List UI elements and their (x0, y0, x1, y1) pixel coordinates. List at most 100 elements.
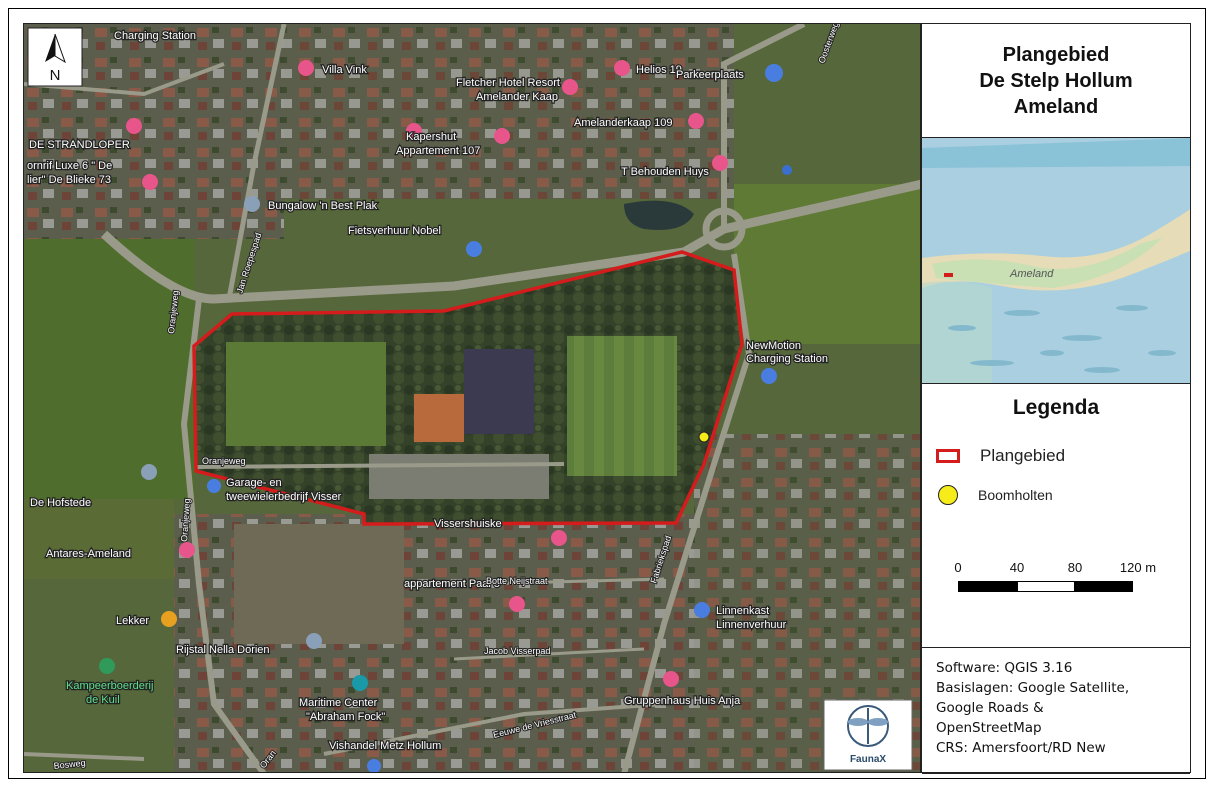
plan-area-boundary[interactable] (192, 250, 744, 526)
label-newmotion-2: Charging Station (746, 353, 828, 365)
scale-bar: 0 40 80 120 m (954, 560, 1156, 600)
label-garage-1: Garage- en (226, 477, 282, 489)
parking-lot (369, 454, 549, 499)
scale-segment-2 (1017, 581, 1075, 592)
hotel-pin-strandloper[interactable] (126, 118, 142, 134)
garage-pin[interactable] (207, 479, 221, 493)
road-oranjeweg-east (195, 462, 565, 469)
poi-markers (55, 35, 792, 773)
residential-area-north (284, 24, 734, 199)
label-antares: Antares-Ameland (46, 548, 131, 560)
overview-inset-map[interactable]: Ameland (922, 138, 1190, 384)
inset-plan-area-marker (944, 273, 953, 277)
place-pin-bungalow[interactable] (244, 196, 260, 212)
label-fletcher-2: Amelander Kaap (476, 91, 558, 103)
label-amelanderkaap: Amelanderkaap 109 (574, 117, 672, 129)
place-pin-rijstal[interactable] (306, 633, 322, 649)
legend-item-boomholten: Boomholten (936, 485, 1053, 505)
scale-label-80: 80 (1067, 560, 1083, 575)
info-crs: CRS: Amersfoort/RD New (936, 740, 1106, 756)
hotel-pin-antares[interactable] (179, 542, 195, 558)
camping-pin-kampeerboerderij[interactable] (99, 658, 115, 674)
north-letter: N (50, 67, 61, 84)
label-jacob: Jacob Visserpad (484, 646, 550, 656)
info-software: Software: QGIS 3.16 (936, 660, 1073, 676)
label-bungalow: Bungalow 'n Best Plak (268, 200, 378, 212)
hotel-pin-behouden-huys[interactable] (712, 155, 728, 171)
bus-stop-icon[interactable] (782, 165, 792, 175)
road-nw (24, 62, 225, 97)
north-arrow: N (27, 27, 83, 87)
label-paal-5: appartement Paal 5 (404, 578, 500, 590)
football-pitch (567, 336, 677, 476)
label-botte: Botte Neijstraat (486, 576, 548, 586)
label-vissershuiske: Vissershuiske (434, 518, 502, 530)
label-parkeerplaats: Parkeerplaats (676, 69, 744, 81)
sports-hall (464, 349, 534, 434)
hotel-pin-paal-5[interactable] (509, 596, 525, 612)
parking-pin[interactable] (765, 64, 783, 82)
road-eeuwe-de-vriesstraat (323, 702, 665, 756)
yellow-circle-icon (938, 485, 958, 505)
label-hofstede: De Hofstede (30, 497, 91, 509)
road-bosweg (24, 752, 145, 761)
hotel-pin-fletcher[interactable] (562, 79, 578, 95)
road-jacob-visserpad (453, 647, 645, 661)
metadata-block: Software: QGIS 3.16 Basislagen: Google S… (922, 648, 1190, 774)
label-linnenkast-1: Linnenkast (716, 605, 769, 617)
road-botte-neijstraat (473, 577, 665, 586)
scale-label-0: 0 (954, 560, 962, 575)
field-sw (24, 499, 174, 579)
label-ornrif-1: ornrif Luxe 6 " De (27, 160, 112, 172)
label-vishandel: Vishandel Metz Hollum (329, 740, 441, 752)
bike-pin-fietsverhuur[interactable] (466, 241, 482, 257)
museum-pin-maritime[interactable] (352, 675, 368, 691)
label-linnenkast-2: Linnenverhuur (716, 619, 787, 631)
faunax-logo: FaunaX (823, 699, 913, 771)
road-fabriekspad (621, 253, 753, 772)
label-ornrif-2: lier" De Blieke 73 (27, 174, 111, 186)
map-side-panel: Plangebied De Stelp Hollum Ameland Amela… (921, 23, 1191, 774)
info-basemaps-1: Basislagen: Google Satellite, (936, 680, 1130, 696)
label-rijstal: Rijstal Nella Dorien (176, 644, 270, 656)
field-east (734, 184, 920, 344)
inset-label-ameland: Ameland (1009, 268, 1054, 280)
label-fletcher-1: Fletcher Hotel Resort (456, 77, 560, 89)
hotel-pin-appartement-107[interactable] (494, 128, 510, 144)
shop-pin-linnenkast[interactable] (694, 602, 710, 618)
red-outline-rectangle-icon (936, 449, 960, 463)
hotel-pin-helios[interactable] (614, 60, 630, 76)
place-pin-hofstede[interactable] (141, 464, 157, 480)
info-basemaps-3: OpenStreetMap (936, 720, 1042, 736)
hotel-pin-gruppenhaus[interactable] (663, 671, 679, 687)
legend-label-boomholten: Boomholten (978, 487, 1053, 503)
label-helios: Helios 19 (636, 64, 682, 76)
charging-pin-newmotion[interactable] (761, 368, 777, 384)
label-oranjeweg-v2: Oranjeweg (179, 498, 192, 542)
satellite-map[interactable]: Charging Station Villa Vink Fletcher Hot… (23, 23, 921, 773)
legend-item-plangebied: Plangebied (936, 446, 1065, 466)
label-kapershut-1: Kapershut (406, 131, 456, 143)
tennis-court (414, 394, 464, 442)
label-bosweg: Bosweg (53, 758, 86, 771)
label-garage-2: tweewielerbedrijf Visser (226, 491, 342, 503)
food-pin-lekker[interactable] (161, 611, 177, 627)
legend-block: Legenda Plangebied Boomholten 0 40 80 12… (922, 384, 1190, 648)
label-gruppenhaus: Gruppenhaus Huis Anja (624, 695, 741, 707)
main-road (100, 179, 920, 304)
hotel-pin-ornrif[interactable] (142, 174, 158, 190)
hotel-pin-south[interactable] (551, 530, 567, 546)
tree-hollow-marker[interactable] (698, 431, 710, 443)
hotel-pin-amelanderkaap[interactable] (688, 113, 704, 129)
logo-text: FaunaX (850, 754, 886, 765)
shop-pin-vishandel[interactable] (367, 759, 381, 773)
map-title-line-2: De Stelp Hollum (979, 69, 1133, 92)
map-title-line-1: Plangebied (1002, 43, 1110, 66)
north-arrow-icon (45, 34, 55, 62)
field-west (24, 239, 194, 499)
hotel-pin-kapershut[interactable] (406, 123, 422, 139)
scale-label-120: 120 m (1119, 560, 1157, 575)
label-villa-vink: Villa Vink (322, 64, 367, 76)
map-labels: Charging Station Villa Vink Fletcher Hot… (26, 29, 829, 754)
hotel-pin-villa-vink[interactable] (298, 60, 314, 76)
